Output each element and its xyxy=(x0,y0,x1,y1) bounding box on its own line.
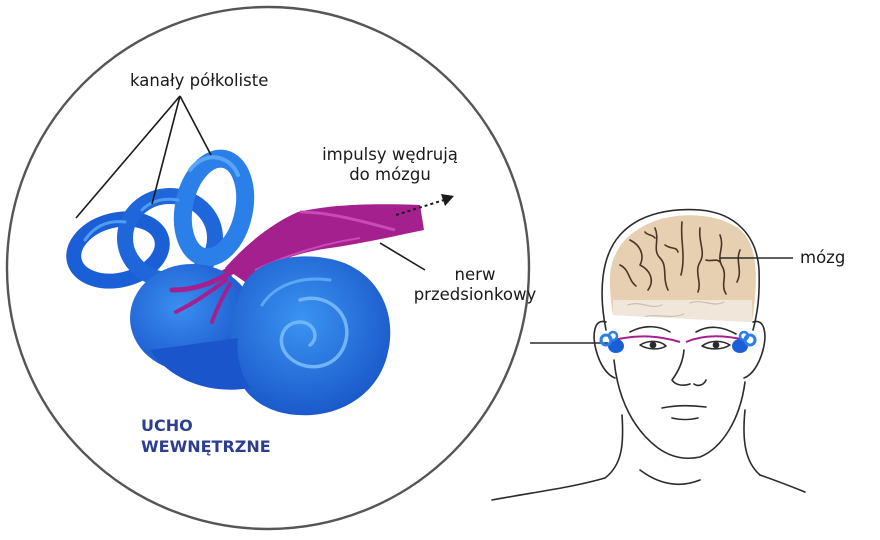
canal-leader-lines xyxy=(75,95,212,219)
arrow-right-icon xyxy=(441,194,454,206)
label-vestibular-nerve: nerw przedsionkowy xyxy=(410,265,540,305)
title-line1: UCHO xyxy=(141,416,193,435)
label-nerve-line2: przedsionkowy xyxy=(413,285,537,304)
brain xyxy=(609,215,756,322)
label-impulses-line1: impulsy wędrują xyxy=(322,145,458,164)
label-brain: mózg xyxy=(800,248,846,267)
title-inner-ear: UCHO WEWNĘTRZNE xyxy=(141,415,271,457)
label-impulses: impulsy wędrują do mózgu xyxy=(300,145,480,185)
nerve-branches xyxy=(169,269,235,324)
cochlea xyxy=(230,256,391,416)
label-nerve-line1: nerw xyxy=(454,265,496,284)
nerve-leader-line xyxy=(379,242,426,271)
title-line2: WEWNĘTRZNE xyxy=(141,437,271,456)
label-impulses-line2: do mózgu xyxy=(349,165,431,184)
vestibule-base xyxy=(150,338,250,390)
head-figure xyxy=(491,208,806,501)
label-semicircular-canals: kanały półkoliste xyxy=(130,71,269,90)
head-inner-ear-left xyxy=(599,330,681,353)
head-inner-ear-right xyxy=(685,330,757,353)
impulse-arrow-line xyxy=(395,199,445,216)
